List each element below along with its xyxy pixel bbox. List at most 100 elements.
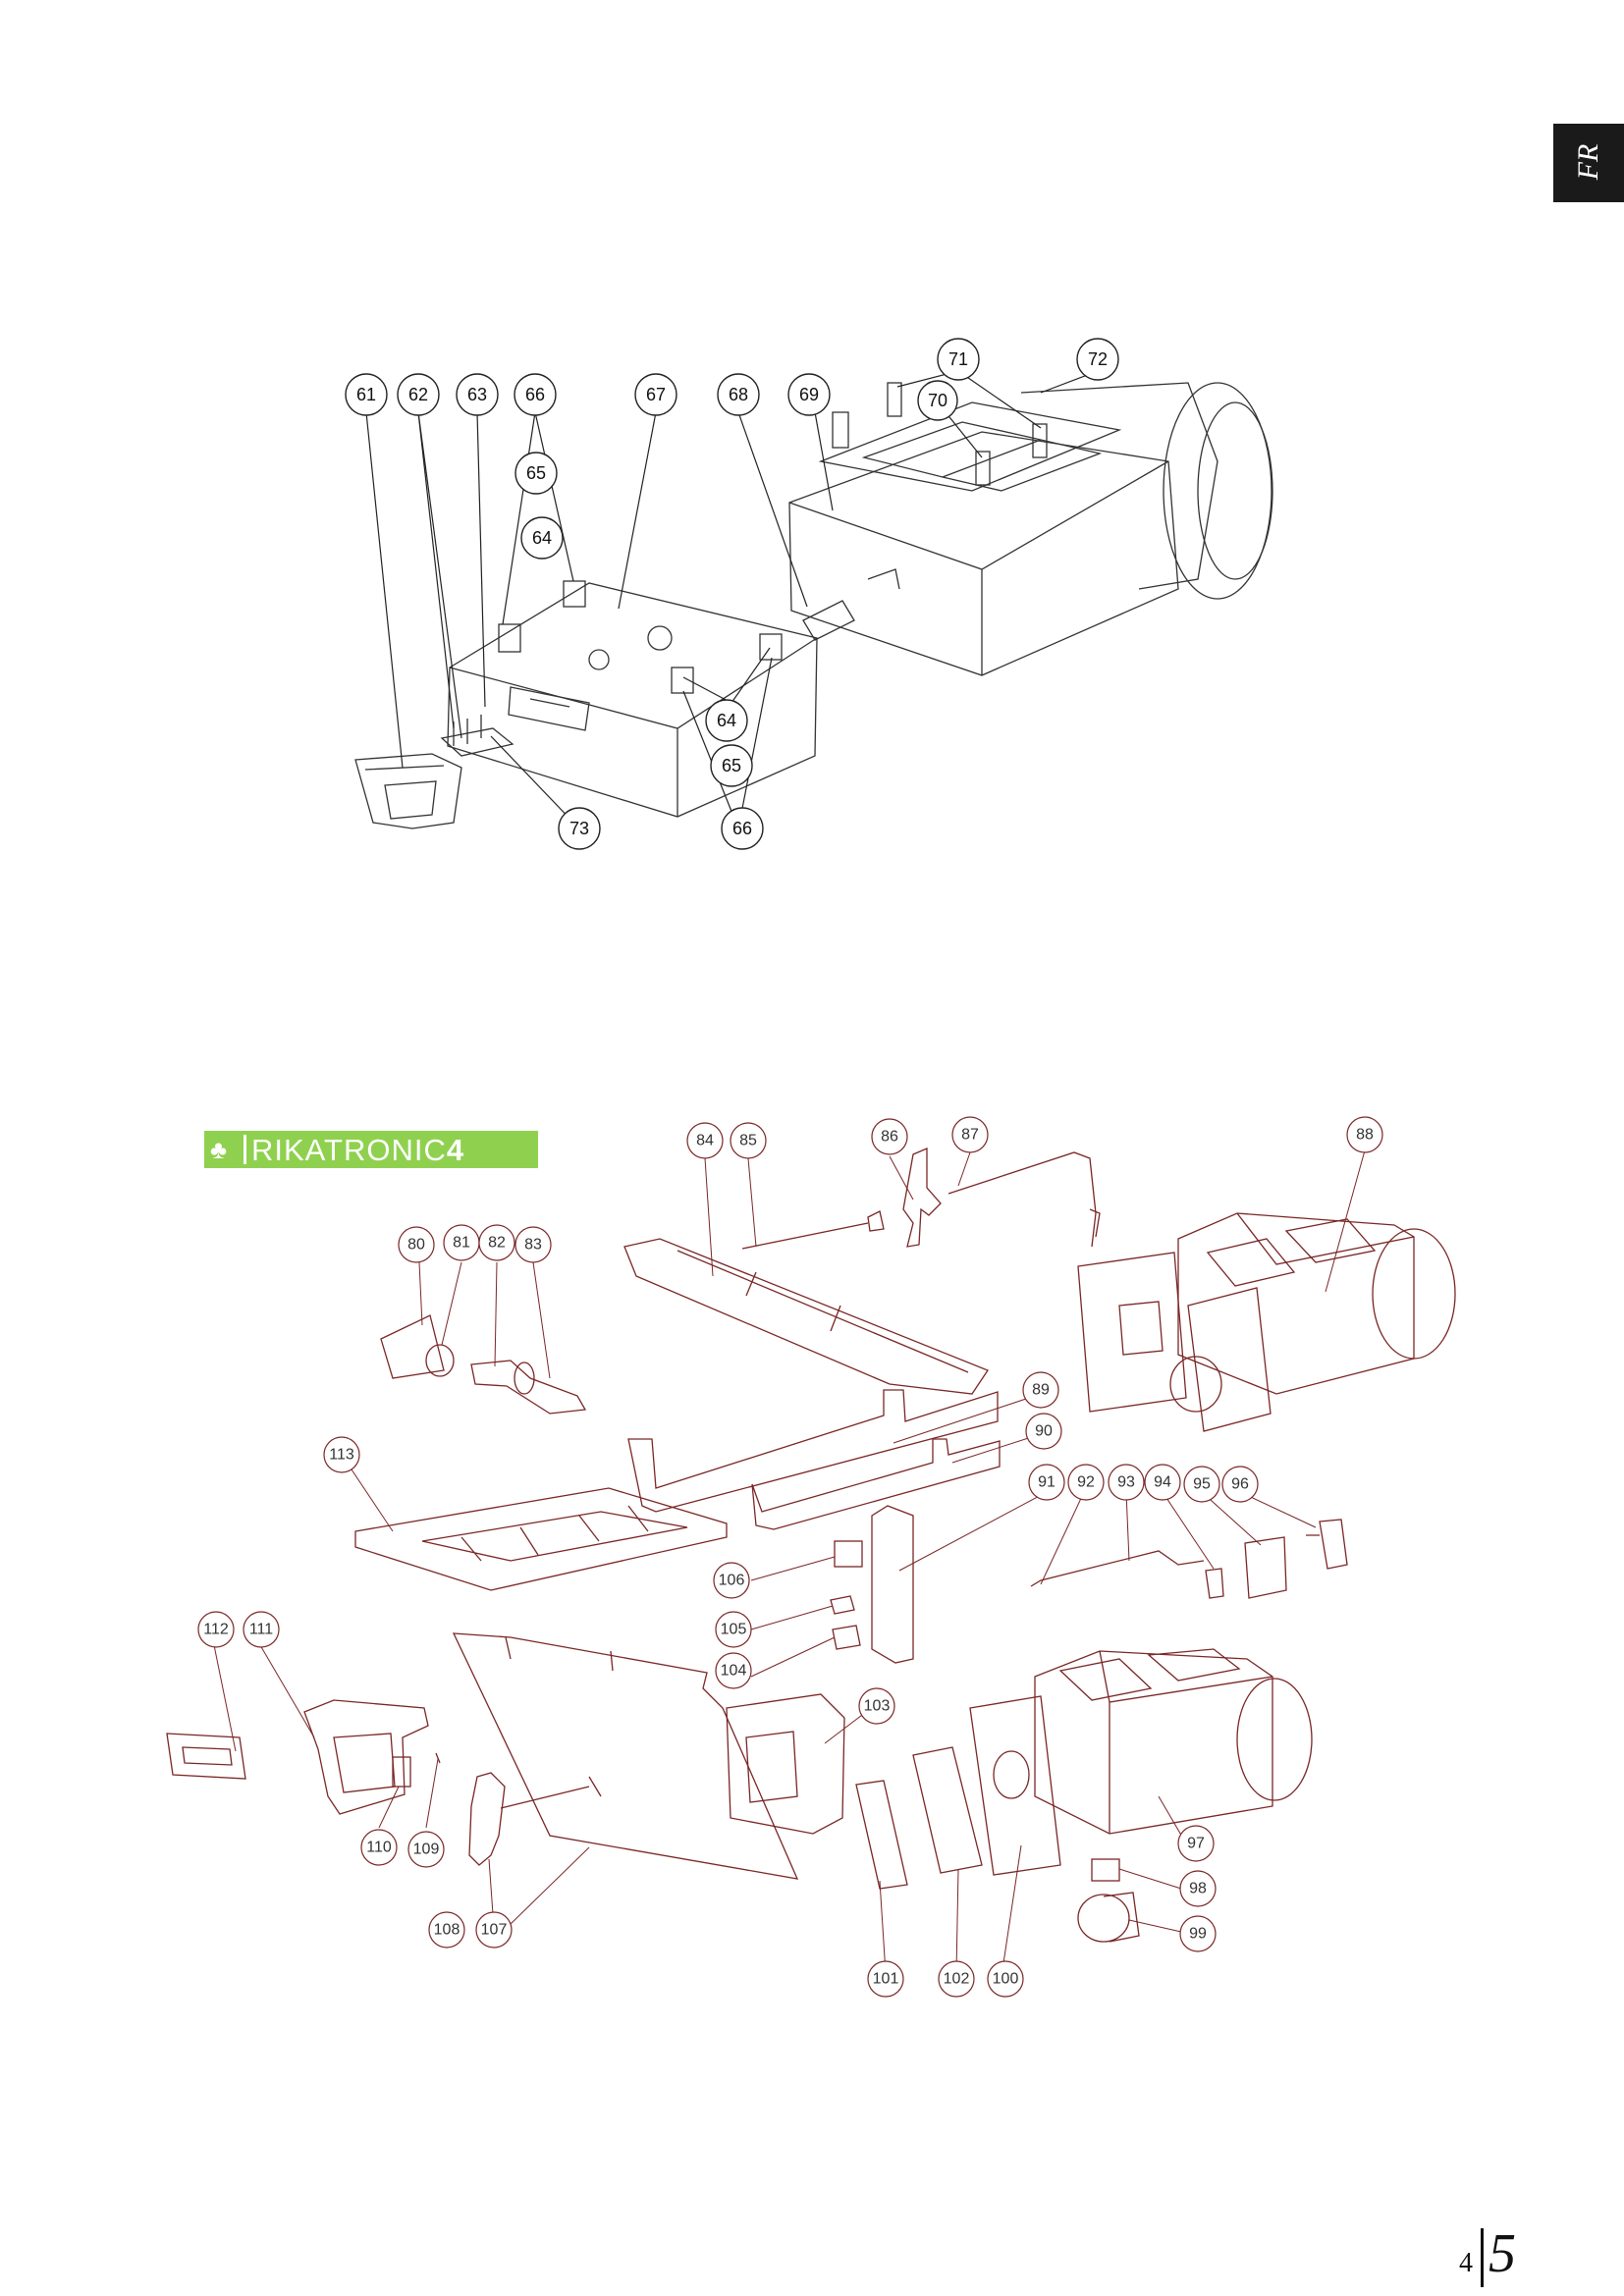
callout-105: 105	[715, 1611, 752, 1648]
svg-text:87: 87	[961, 1127, 979, 1144]
svg-text:65: 65	[722, 756, 741, 775]
part-73-plate	[440, 715, 514, 757]
callout-113: 113	[323, 1436, 360, 1473]
svg-text:101: 101	[873, 1971, 899, 1988]
svg-text:100: 100	[993, 1971, 1019, 1988]
svg-text:107: 107	[481, 1922, 508, 1939]
part-100-plate	[969, 1695, 1061, 1876]
svg-text:109: 109	[413, 1842, 440, 1858]
part-109-pin	[435, 1752, 441, 1764]
part-89-rail	[627, 1389, 999, 1513]
callout-108: 108	[428, 1911, 465, 1949]
callout-93: 93	[1108, 1464, 1145, 1501]
svg-text:82: 82	[488, 1235, 506, 1252]
callout-103: 103	[858, 1687, 895, 1725]
part-84-cover	[623, 1238, 989, 1395]
part-108-handle	[468, 1772, 602, 1866]
callout-66b: 66	[721, 807, 764, 850]
callout-72: 72	[1076, 338, 1119, 381]
svg-text:85: 85	[739, 1133, 757, 1149]
svg-text:110: 110	[366, 1840, 392, 1856]
callout-110: 110	[360, 1829, 398, 1866]
svg-text:66: 66	[732, 819, 752, 838]
part-106-switch	[834, 1540, 863, 1568]
svg-text:98: 98	[1189, 1881, 1207, 1897]
svg-text:72: 72	[1088, 349, 1108, 369]
callout-101: 101	[867, 1960, 904, 1998]
top-leader-lines	[365, 370, 1099, 829]
part-98-switch	[1091, 1858, 1120, 1882]
part-87-sensor	[947, 1151, 1101, 1248]
bottom-exploded-view	[166, 1148, 1456, 1974]
callout-95: 95	[1183, 1466, 1220, 1503]
callout-89: 89	[1022, 1371, 1059, 1409]
part-97-motor	[1034, 1650, 1273, 1835]
svg-text:69: 69	[799, 385, 819, 404]
part-72-motor	[1020, 382, 1218, 590]
svg-text:96: 96	[1231, 1476, 1249, 1493]
part-96-switch	[1306, 1519, 1348, 1570]
top-callouts: 61 62 63 66 67 68 69 70 71 72 65 64 64 6…	[345, 338, 1119, 850]
callout-107: 107	[475, 1911, 513, 1949]
svg-text:71: 71	[948, 349, 968, 369]
callout-64b: 64	[705, 699, 748, 742]
svg-text:102: 102	[944, 1971, 970, 1988]
screws-71	[832, 382, 1048, 486]
logo-text: RIKATRONIC4	[251, 1133, 465, 1167]
part-91-panel	[871, 1505, 914, 1664]
part-90-rail	[751, 1438, 1001, 1530]
svg-text:103: 103	[864, 1698, 891, 1715]
svg-text:106: 106	[719, 1573, 745, 1589]
svg-text:104: 104	[721, 1663, 747, 1680]
svg-text:111: 111	[249, 1622, 273, 1638]
callout-109: 109	[407, 1831, 445, 1868]
language-tab: FR	[1553, 124, 1624, 202]
callout-62: 62	[397, 373, 440, 416]
callout-69: 69	[787, 373, 831, 416]
callout-64a: 64	[520, 516, 564, 560]
callout-104: 104	[715, 1652, 752, 1689]
svg-text:70: 70	[928, 391, 947, 410]
callout-67: 67	[634, 373, 677, 416]
part-61-bracket	[354, 753, 462, 829]
callout-92: 92	[1067, 1464, 1105, 1501]
part-101-plate	[855, 1780, 908, 1890]
callout-96: 96	[1221, 1466, 1259, 1503]
callout-82: 82	[478, 1224, 515, 1261]
svg-text:67: 67	[646, 385, 666, 404]
svg-text:88: 88	[1356, 1127, 1374, 1144]
logo-divider	[244, 1135, 246, 1164]
svg-text:64: 64	[532, 528, 552, 548]
svg-text:80: 80	[407, 1237, 425, 1254]
callout-90: 90	[1025, 1413, 1062, 1450]
callout-65a: 65	[514, 452, 558, 495]
svg-text:93: 93	[1117, 1474, 1135, 1491]
svg-text:62: 62	[408, 385, 428, 404]
callout-85: 85	[730, 1122, 767, 1159]
part-107-panel	[452, 1632, 799, 1880]
callout-87: 87	[951, 1116, 989, 1153]
callout-61: 61	[345, 373, 388, 416]
callout-106: 106	[713, 1562, 750, 1599]
svg-text:108: 108	[434, 1922, 460, 1939]
part-92-lever	[1030, 1550, 1205, 1587]
rikatronic-logo: ♣ RIKATRONIC4	[204, 1131, 538, 1168]
callout-70: 70	[917, 380, 958, 421]
callout-81: 81	[443, 1224, 480, 1261]
svg-text:65: 65	[526, 463, 546, 483]
callout-102: 102	[938, 1960, 975, 1998]
part-86-bracket	[902, 1148, 942, 1248]
callout-99: 99	[1179, 1915, 1217, 1952]
page-number-right: 5	[1489, 2223, 1516, 2284]
svg-text:64: 64	[717, 711, 736, 730]
svg-text:91: 91	[1038, 1474, 1056, 1491]
part-113-tray	[354, 1487, 728, 1591]
callout-63: 63	[456, 373, 499, 416]
svg-text:92: 92	[1077, 1474, 1095, 1491]
part-110-screw	[392, 1756, 411, 1788]
svg-text:90: 90	[1035, 1423, 1053, 1440]
callout-111: 111	[243, 1611, 280, 1648]
page-number-divider	[1481, 2228, 1484, 2287]
svg-text:99: 99	[1189, 1926, 1207, 1943]
